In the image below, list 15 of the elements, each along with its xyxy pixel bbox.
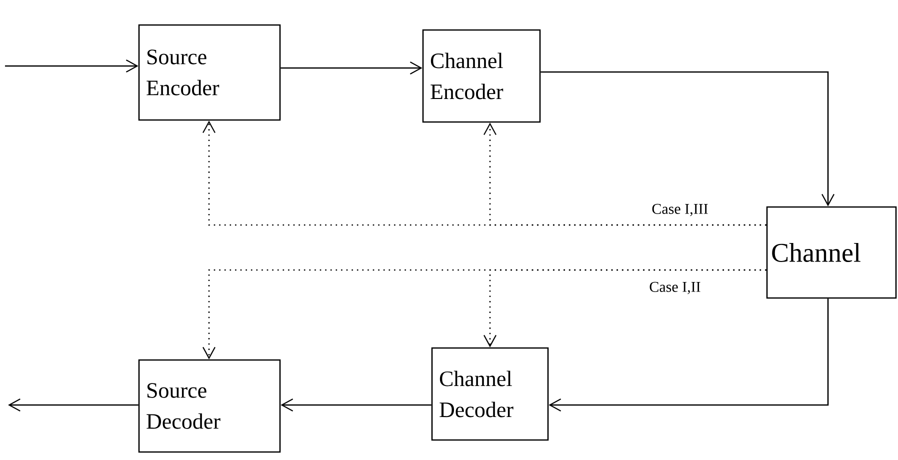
dotted-arrow [484,122,766,226]
arrow [5,60,138,72]
block-box: Source Encoder [138,24,281,121]
block-box: Channel Decoder [431,347,549,441]
arrow [8,398,138,412]
block-box: Source Decoder [138,359,281,453]
block-box: Channel [766,206,897,299]
arrow [548,298,829,412]
arrow [540,71,834,206]
dotted-arrow [484,269,766,348]
arrow [280,398,432,412]
edge-label: Case I,II [648,280,702,296]
edge-label: Case I,III [650,202,710,218]
block-box: Channel Encoder [422,29,541,123]
arrow [280,62,422,74]
